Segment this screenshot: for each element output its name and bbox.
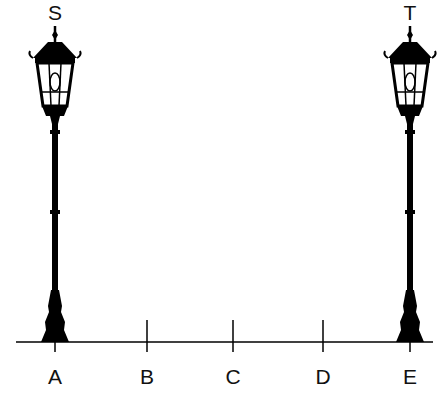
ground-line <box>16 341 433 343</box>
lamp-post <box>384 26 435 342</box>
point-label: D <box>315 366 330 387</box>
point-label: C <box>225 366 240 387</box>
point-label: B <box>140 366 154 387</box>
point-label: A <box>48 366 62 387</box>
tick-marks <box>55 320 410 352</box>
point-label: E <box>403 366 417 387</box>
point-label: S <box>48 2 62 23</box>
point-label: T <box>404 2 417 23</box>
lamp-post <box>29 26 80 342</box>
